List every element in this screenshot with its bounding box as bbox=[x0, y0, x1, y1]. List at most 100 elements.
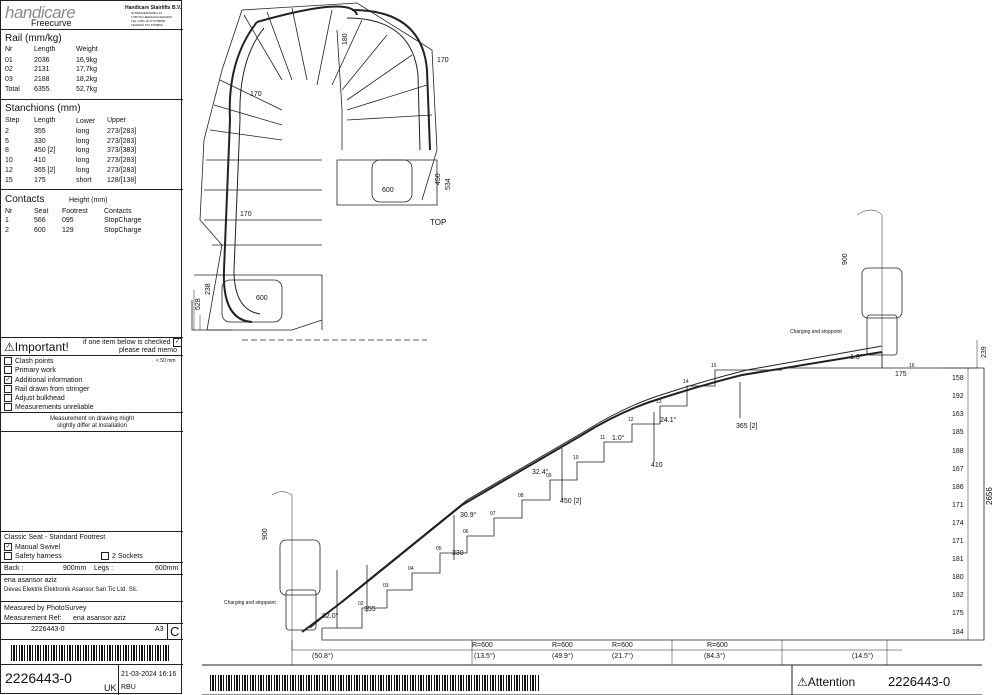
stanchion-label: 365 [2] bbox=[736, 423, 757, 430]
radius-labels: R=600 R=600 R=600 R=600 bbox=[472, 642, 728, 649]
info-panel: handicare Freecurve Handicare Stairlifts… bbox=[0, 0, 183, 695]
measured-by: Measured by PhotoSurvey bbox=[4, 605, 87, 612]
contacts-cell: 566 bbox=[34, 217, 46, 224]
checkbox-clash-points[interactable]: Clash points bbox=[4, 357, 54, 366]
rail-cell: 52,7kg bbox=[76, 86, 98, 93]
stanchion-labels: 355 330 450 [2] 410 365 [2] 175 bbox=[364, 371, 907, 613]
side-view-elevation bbox=[202, 209, 985, 695]
stanchion-cell: 10 bbox=[5, 157, 13, 164]
important-note-1: if one item below is checked bbox=[83, 339, 171, 346]
contacts-cell: StopCharge bbox=[104, 217, 142, 224]
rise-value: 184 bbox=[952, 629, 964, 636]
contacts-height-label: Height (mm) bbox=[69, 197, 108, 204]
bottom-angle: (13.5°) bbox=[474, 652, 495, 660]
stanchion-cell: 273/[283] bbox=[107, 138, 137, 145]
step-number: 02 bbox=[358, 601, 364, 607]
rise-value: 188 bbox=[952, 448, 964, 455]
clash-points-note: < 50 mm bbox=[156, 358, 176, 364]
rail-title: Rail (mm/kg) bbox=[5, 33, 62, 44]
rail-cell: 01 bbox=[5, 57, 13, 64]
rise-value: 185 bbox=[952, 429, 964, 436]
stanchion-cell: 15 bbox=[5, 177, 13, 184]
radius-label: R=600 bbox=[472, 642, 493, 649]
stanchion-label: 450 [2] bbox=[560, 498, 581, 505]
checkbox-measurements-unreliable[interactable]: Measurements unreliable bbox=[4, 403, 94, 412]
customer-name: ena asansor aziz bbox=[4, 577, 57, 584]
angle-label: 1.3° bbox=[850, 353, 863, 361]
rail-cell: 18,2kg bbox=[76, 76, 98, 83]
stanchion-header-upper: Upper bbox=[107, 117, 127, 124]
revision-letter: C bbox=[170, 624, 180, 639]
checkbox-manual-swivel[interactable]: ✓Manual Swivel bbox=[4, 543, 61, 551]
top-dim-528: 528 bbox=[195, 298, 202, 310]
stanchion-header-lower: Lower bbox=[76, 118, 96, 125]
angle-label: 30.9° bbox=[460, 511, 477, 519]
charging-label-bottom: Charging and stoppoint bbox=[224, 600, 276, 606]
attention-label: ⚠Attention bbox=[797, 675, 856, 689]
checkbox-rail-drawn-from-stringer[interactable]: Rail drawn from stringer bbox=[4, 385, 89, 394]
rail-cell: 16,9kg bbox=[76, 57, 98, 64]
important-note-checkmark-icon: ✓ bbox=[173, 338, 182, 347]
step-number: 13 bbox=[656, 399, 662, 405]
rise-values: 158 192 163 185 188 167 186 171 174 171 … bbox=[952, 375, 964, 636]
measurement-ref-label: Measurement Ref: bbox=[4, 615, 62, 622]
angle-label: 82.0° bbox=[322, 612, 339, 620]
seat-height-bottom: 900 bbox=[262, 528, 269, 540]
bottom-angle: (84.3°) bbox=[704, 652, 725, 660]
bottom-angle: (14.5°) bbox=[852, 652, 873, 660]
contacts-header-nr: Nr bbox=[5, 208, 13, 215]
important-note-2: please read memo bbox=[119, 347, 177, 354]
stanchion-cell: 128/[138] bbox=[107, 177, 137, 184]
radius-label: R=600 bbox=[707, 642, 728, 649]
top-view-label: TOP bbox=[430, 218, 446, 227]
step-number: 10 bbox=[573, 455, 579, 461]
contacts-header-seat: Seat bbox=[34, 208, 49, 215]
back-value: 900mm bbox=[63, 565, 87, 572]
dim-239: 239 bbox=[981, 346, 988, 358]
top-dim-450: 450 bbox=[435, 173, 442, 185]
checkbox-adjust-bulkhead[interactable]: Adjust bulkhead bbox=[4, 394, 65, 403]
checkbox-additional-information[interactable]: ✓Additional information bbox=[4, 376, 83, 384]
rise-value: 163 bbox=[952, 411, 964, 418]
rail-cell: 6355 bbox=[34, 86, 50, 93]
stanchion-label: 175 bbox=[895, 371, 907, 378]
measurement-warning-2: slightly differ at installation bbox=[57, 423, 127, 429]
rail-header-weight: Weight bbox=[76, 46, 98, 53]
angle-labels: 82.0° 30.9° 32.4° 1.0° 24.1° 1.3° bbox=[322, 353, 863, 620]
checkbox-2-sockets[interactable]: 2 Sockets bbox=[101, 552, 143, 561]
stanchion-cell: 2 bbox=[5, 128, 9, 135]
rise-value: 182 bbox=[952, 592, 964, 599]
step-number: 04 bbox=[408, 566, 414, 572]
angle-label: 24.1° bbox=[660, 416, 677, 424]
stanchion-cell: 355 bbox=[34, 128, 46, 135]
seat-height-top: 900 bbox=[842, 253, 849, 265]
legs-value: 600mm bbox=[155, 565, 179, 572]
rise-value: 167 bbox=[952, 466, 964, 473]
charging-label-top: Charging and stoppoint bbox=[790, 329, 842, 335]
bottom-angle: (49.9°) bbox=[552, 652, 573, 660]
contacts-cell: 095 bbox=[62, 217, 74, 224]
rise-value: 180 bbox=[952, 574, 964, 581]
stanchion-header-step: Step bbox=[5, 117, 20, 124]
stanchion-cell: 365 [2] bbox=[34, 167, 56, 174]
rise-value: 158 bbox=[952, 375, 964, 382]
step-number: 03 bbox=[383, 583, 389, 589]
dealer-name: Devas Elektrik Elektronik Asansor San Ti… bbox=[4, 587, 138, 593]
footer-drawing-number: 2226443-0 bbox=[888, 674, 951, 689]
stanchion-cell: 273/[283] bbox=[107, 167, 137, 174]
checkbox-safety-harness[interactable]: Safety harness bbox=[4, 552, 62, 561]
contacts-cell: 129 bbox=[62, 227, 74, 234]
step-numbers: 02 03 04 05 06 07 08 09 10 11 12 13 14 1… bbox=[358, 363, 915, 607]
contacts-cell: 2 bbox=[5, 227, 9, 234]
handicare-logo: handicare bbox=[5, 3, 76, 22]
rise-value: 175 bbox=[952, 610, 964, 617]
checkbox-primary-work[interactable]: Primary work bbox=[4, 366, 56, 375]
top-dim-170b: 170 bbox=[250, 91, 262, 98]
step-number: 05 bbox=[436, 546, 442, 552]
bottom-angle: (50.8°) bbox=[312, 652, 333, 660]
contacts-cell: StopCharge bbox=[104, 227, 142, 234]
seat-type: Classic Seat - Standard Footrest bbox=[4, 534, 106, 541]
stanchion-label: 410 bbox=[651, 462, 663, 469]
rail-cell: 02 bbox=[5, 66, 13, 73]
